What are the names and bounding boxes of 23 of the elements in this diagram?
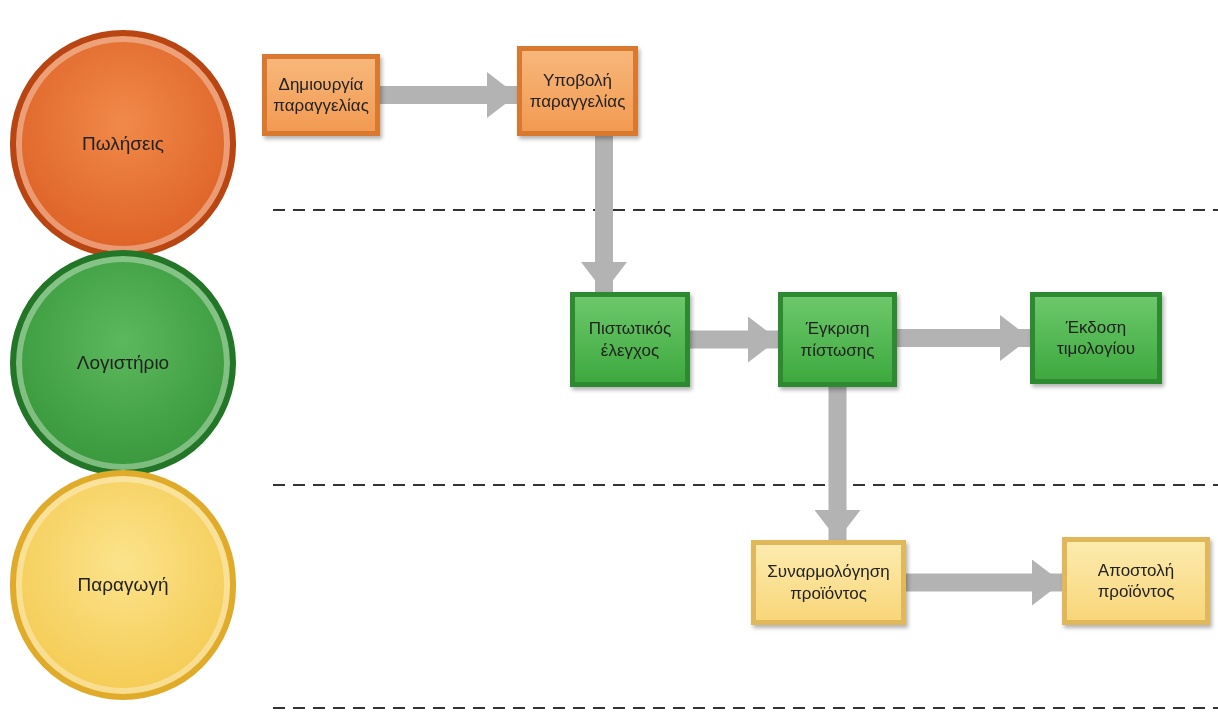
process-box — [1030, 292, 1162, 384]
department-label: Πωλήσεις — [81, 132, 165, 156]
process-box — [751, 540, 906, 625]
process-label: Έκδοση τιμολογίου — [1055, 316, 1137, 360]
arrow — [897, 315, 1030, 361]
process-label: Συναρμολόγηση προϊόντος — [766, 561, 891, 604]
arrow — [581, 136, 627, 292]
arrow — [690, 316, 778, 363]
department-label: Παραγωγή — [76, 573, 170, 597]
process-label: Αποστολή προϊόντος — [1096, 559, 1176, 603]
process-label: Έγκριση πίστωσης — [799, 318, 876, 361]
arrow — [906, 559, 1062, 606]
process-box — [517, 46, 638, 136]
process-label: Υποβολή παραγγελίας — [528, 69, 627, 113]
process-label: Δημιουργία παραγγελίας — [272, 73, 370, 117]
arrow — [380, 72, 517, 118]
process-box — [570, 292, 690, 387]
arrow — [814, 387, 861, 540]
process-box — [262, 54, 380, 136]
process-box — [778, 292, 897, 387]
process-label: Πιστωτικός έλεγχος — [587, 318, 673, 361]
process-box — [1062, 537, 1210, 625]
department-label: Λογιστήριο — [75, 351, 171, 375]
